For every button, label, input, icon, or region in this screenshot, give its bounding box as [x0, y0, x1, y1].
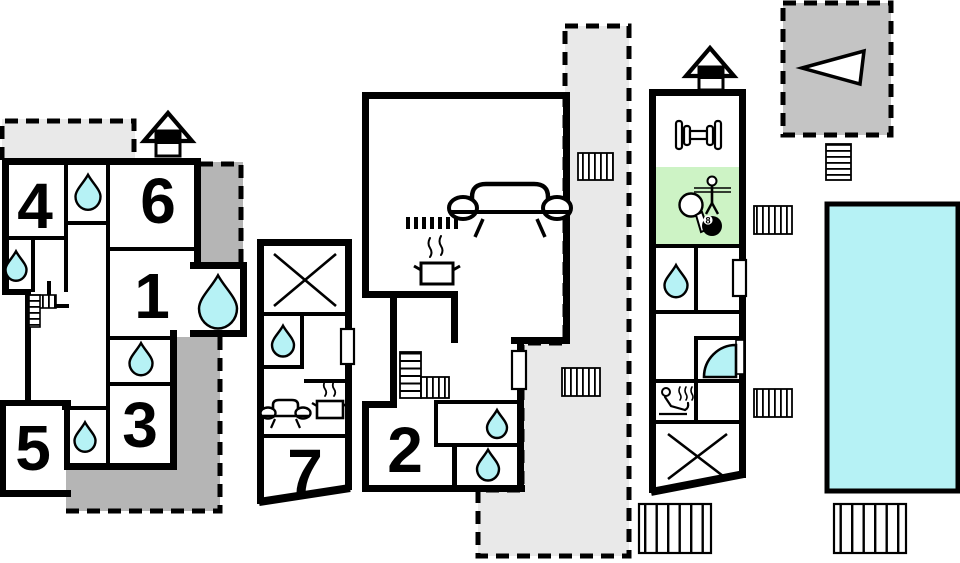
building-a-walls	[0, 158, 247, 497]
steps-icon	[561, 367, 601, 397]
terrace-dark-lower	[66, 337, 223, 514]
steps-icon	[753, 205, 793, 235]
foosball-player-icon	[694, 175, 731, 215]
steps-icon	[577, 152, 614, 181]
cross-icon-storage	[273, 253, 337, 307]
terrace-dark-lower-dashed-edge	[66, 337, 223, 514]
stairs-icon-building-c	[399, 351, 450, 399]
swimming-pool	[824, 201, 960, 494]
room-3-label: 3	[122, 389, 158, 461]
water-drop-icon	[73, 421, 97, 453]
compass-dashed-edge	[780, 0, 894, 138]
building-d-walls	[649, 89, 746, 496]
billiard-ball-icon: 8	[702, 215, 722, 236]
door-icon-building-b	[339, 327, 356, 366]
house-icon-building-a	[139, 109, 197, 158]
balcony-dark-upper	[200, 161, 244, 265]
table-tennis-paddle-icon	[678, 192, 710, 234]
room-5-label: 5	[15, 412, 51, 484]
water-drop-icon	[663, 263, 689, 299]
room-6-label: 6	[140, 165, 176, 237]
room-4-label: 4	[17, 170, 53, 242]
terrace-top-left-dashed-edge	[0, 118, 137, 160]
water-drop-icon	[475, 448, 501, 482]
house-icon-building-d	[681, 44, 739, 92]
balcony-dark-upper-dashed-edge	[200, 161, 244, 265]
north-arrow-icon	[795, 48, 867, 87]
door-icon-building-c	[510, 349, 528, 391]
stove-pot-icon-large	[413, 235, 461, 286]
dumbbell-icon	[674, 119, 723, 151]
terrace-top-left	[0, 118, 137, 161]
steps-icon	[825, 143, 852, 181]
room-1-label: 1	[134, 260, 170, 332]
steps-icon	[753, 388, 793, 418]
billiard-ball-number: 8	[705, 216, 710, 226]
water-drop-icon	[270, 324, 296, 358]
water-drop-icon	[128, 341, 154, 377]
steps-icon-large	[637, 502, 713, 555]
room-7-label: 7	[287, 436, 323, 508]
kitchen-counter-dashes	[406, 217, 458, 229]
cross-icon-utility	[667, 432, 728, 481]
stairs-icon-building-a	[28, 294, 57, 328]
water-drop-icon-large	[197, 274, 239, 330]
room-2-label: 2	[387, 414, 423, 486]
sofa-icon-large	[447, 181, 573, 238]
sauna-icon	[659, 386, 694, 416]
compass-area	[780, 0, 894, 138]
door-icon-building-d	[731, 258, 748, 298]
water-drop-icon	[74, 173, 102, 211]
water-drop-icon	[485, 408, 509, 440]
sofa-icon-small	[259, 398, 312, 429]
stove-pot-icon-small	[311, 380, 349, 420]
terrace-strip-middle	[475, 23, 632, 559]
corner-bathtub-icon	[702, 343, 738, 379]
steps-icon-large	[832, 502, 908, 555]
